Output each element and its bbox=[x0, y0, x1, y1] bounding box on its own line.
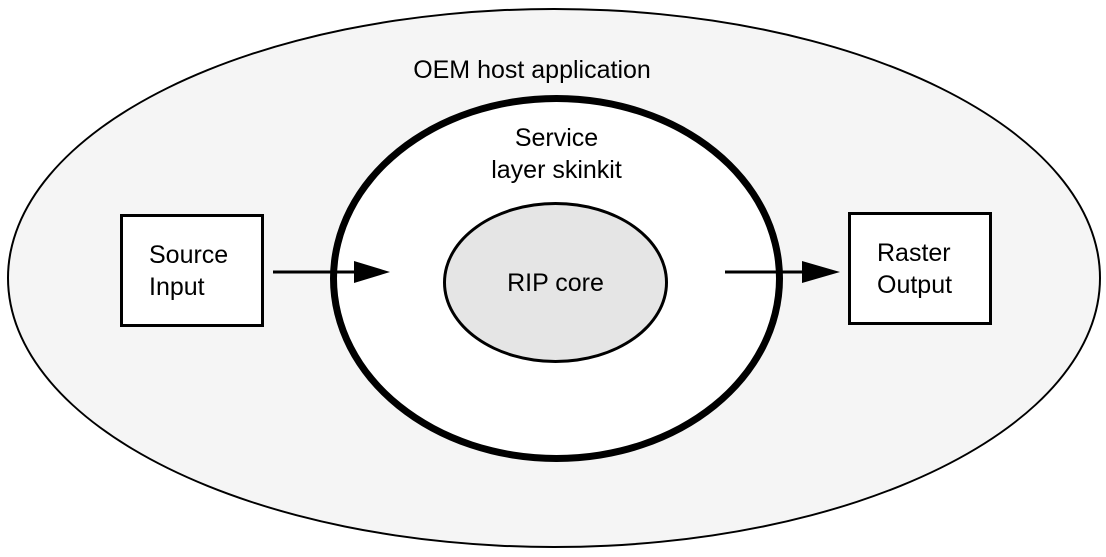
output-arrow-head bbox=[802, 261, 840, 283]
service-layer-label-line2: layer skinkit bbox=[491, 156, 622, 184]
source-input-box: Source Input bbox=[120, 214, 264, 327]
service-layer-label-line1: Service bbox=[514, 124, 599, 152]
source-input-label-line1: Source bbox=[149, 240, 229, 269]
rip-core-ellipse: RIP core bbox=[443, 202, 668, 363]
raster-output-label-line1: Raster bbox=[877, 238, 951, 267]
source-input-label-line2: Input bbox=[149, 272, 205, 301]
input-arrow bbox=[273, 261, 390, 283]
oem-host-application-label: OEM host application bbox=[413, 56, 651, 84]
raster-output-box: Raster Output bbox=[848, 212, 992, 325]
output-arrow bbox=[725, 261, 840, 283]
input-arrow-head bbox=[354, 261, 390, 283]
rip-core-label: RIP core bbox=[507, 268, 604, 297]
raster-output-label-line2: Output bbox=[877, 270, 953, 299]
service-layer-label: Service layer skinkit bbox=[330, 122, 783, 186]
